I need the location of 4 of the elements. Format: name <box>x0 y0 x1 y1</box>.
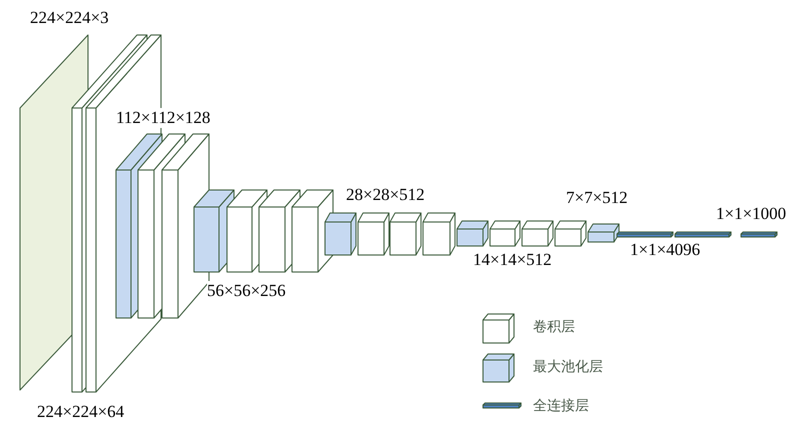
legend-label: 最大池化层 <box>533 358 603 376</box>
legend-label: 全连接层 <box>533 397 589 415</box>
dimension-label: 112×112×128 <box>116 108 210 128</box>
legend-label: 卷积层 <box>533 318 575 336</box>
